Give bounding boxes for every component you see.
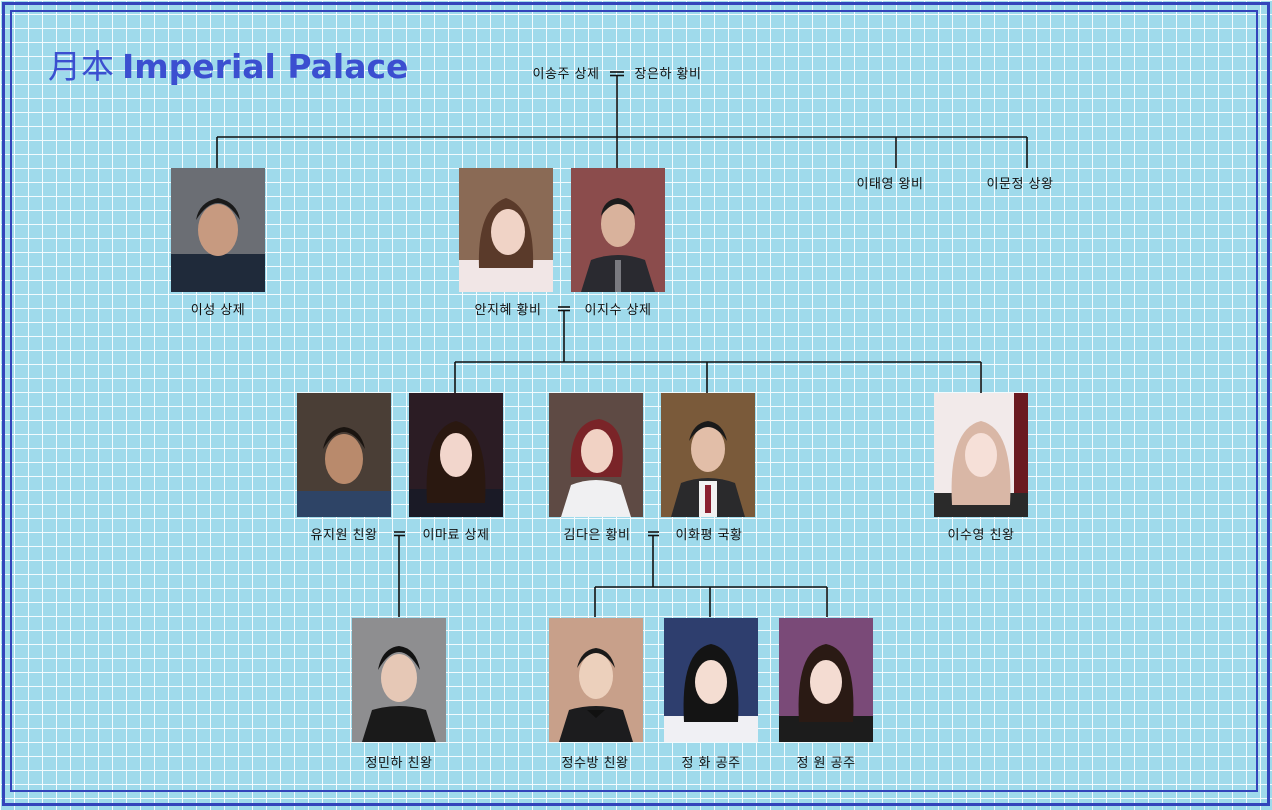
portrait-jeong-minha: [352, 618, 446, 742]
label-jeong-hwa: 정 화 공주: [681, 756, 741, 771]
label-jeong-subang: 정수방 친왕: [561, 756, 629, 771]
portrait-kim-daeun: [549, 393, 643, 517]
label-yu-jiwon: 유지원 친왕: [310, 528, 378, 543]
title-text: Imperial Palace: [122, 47, 409, 86]
label-lee-maryo: 이마료 상제: [422, 528, 490, 543]
portrait-lee-seong: [171, 168, 265, 292]
label-root-empress: 장은하 황비: [634, 67, 702, 82]
label-jeong-minha: 정민하 친왕: [365, 756, 433, 771]
inner-frame: [10, 10, 1258, 792]
label-lee-munjeong: 이문정 상왕: [986, 177, 1054, 192]
label-kim-daeun: 김다은 황비: [563, 528, 631, 543]
portrait-yu-jiwon: [297, 393, 391, 517]
label-lee-taeyoung: 이태영 왕비: [856, 177, 924, 192]
portrait-jeong-hwa: [664, 618, 758, 742]
portrait-ahn-jihye: [459, 168, 553, 292]
portrait-lee-suyoung: [934, 393, 1028, 517]
label-ahn-jihye: 안지혜 황비: [474, 303, 542, 318]
label-jeong-won: 정 원 공주: [796, 756, 856, 771]
title-kanji: 月本: [48, 47, 114, 86]
label-root-emperor: 이송주 상제: [532, 67, 600, 82]
label-lee-jisu: 이지수 상제: [584, 303, 652, 318]
label-lee-hwapyeong: 이화평 국황: [675, 528, 743, 543]
label-lee-seong: 이성 상제: [190, 303, 246, 318]
portrait-jeong-won: [779, 618, 873, 742]
portrait-lee-maryo: [409, 393, 503, 517]
portrait-lee-jisu: [571, 168, 665, 292]
portrait-lee-hwapyeong: [661, 393, 755, 517]
portrait-jeong-subang: [549, 618, 643, 742]
label-lee-suyoung: 이수영 친왕: [947, 528, 1015, 543]
